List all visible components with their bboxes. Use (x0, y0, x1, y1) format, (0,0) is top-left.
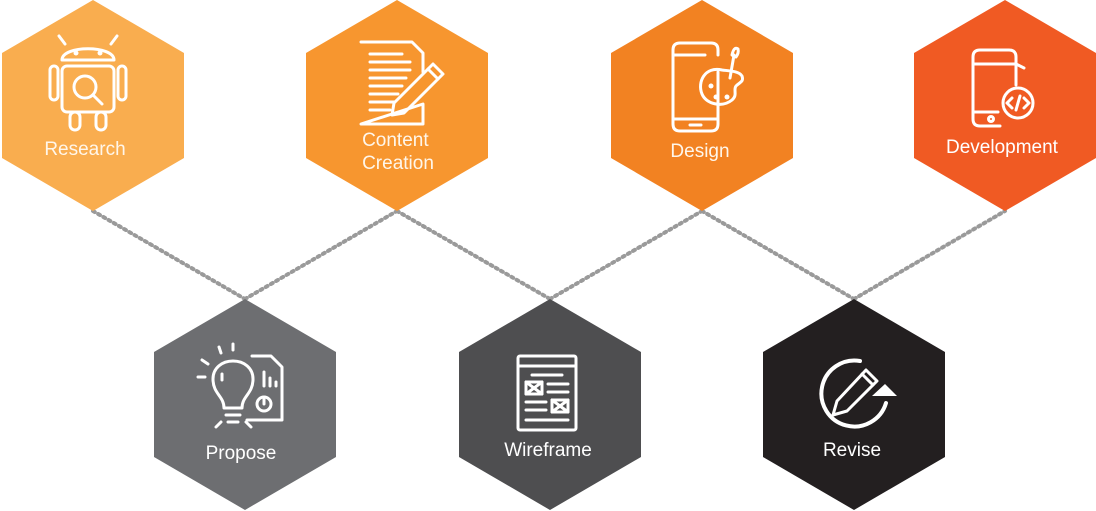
hex-research: Research (2, 0, 184, 211)
hex-revise: Revise (763, 299, 945, 510)
document-pencil-icon (359, 40, 445, 126)
phone-code-icon (971, 48, 1035, 128)
hex-label: Design (670, 141, 729, 162)
revise-pencil-icon (819, 358, 897, 429)
hex-wireframe: Wireframe (459, 299, 641, 510)
label-line: Propose (206, 443, 277, 464)
connectors (91, 209, 1007, 301)
hex-label: Development (946, 137, 1059, 158)
hex-shape (914, 0, 1096, 211)
label-line: Design (670, 141, 729, 162)
hex-label: Revise (823, 440, 881, 461)
label-line: Content (362, 130, 429, 151)
connector-content-wireframe (395, 209, 552, 301)
hex-shape (154, 299, 336, 510)
connector-revise-development (852, 209, 1007, 301)
label-line: Wireframe (504, 440, 592, 461)
label-line: Creation (362, 153, 434, 174)
label-line: Research (44, 139, 125, 160)
connector-propose-content (243, 209, 399, 301)
hex-shape (2, 0, 184, 211)
hex-development: Development (914, 0, 1096, 211)
hex-design: Design (611, 0, 793, 211)
hex-shape (306, 0, 488, 211)
hex-label: Propose (206, 443, 277, 464)
hex-label: Wireframe (504, 440, 592, 461)
connector-wireframe-design (548, 209, 704, 301)
hex-label: Research (44, 139, 125, 160)
phone-palette-icon (671, 41, 744, 133)
hex-content-creation: Content Creation (306, 0, 488, 211)
hex-propose: Propose (154, 299, 336, 510)
label-line: Development (946, 137, 1059, 158)
label-line: Revise (823, 440, 881, 461)
hex-shape (459, 299, 641, 510)
connector-research-propose (91, 209, 247, 301)
hex-shape (611, 0, 793, 211)
hex-label: Content Creation (362, 130, 434, 174)
connector-design-revise (700, 209, 856, 301)
wireframe-icon (516, 354, 578, 432)
android-search-icon (48, 34, 128, 132)
lightbulb-document-icon (196, 342, 284, 429)
